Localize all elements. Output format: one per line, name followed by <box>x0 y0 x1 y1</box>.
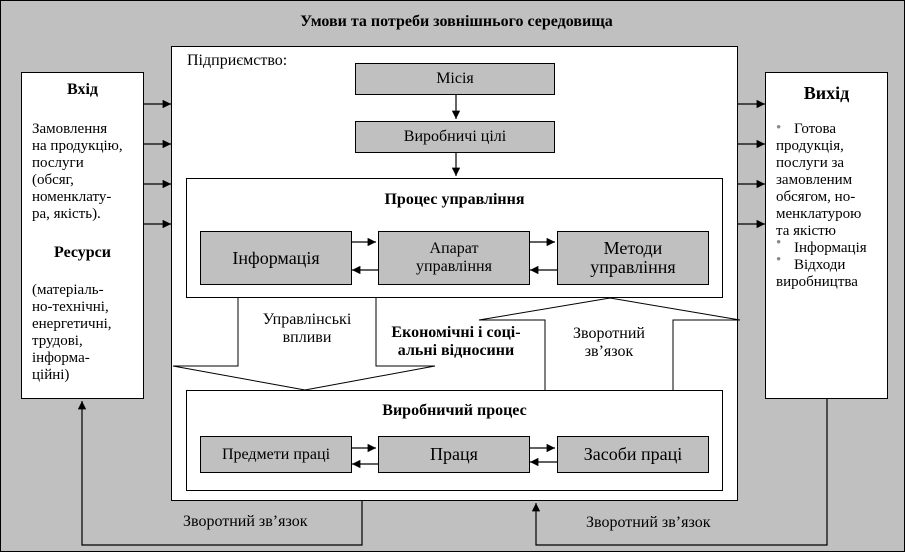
bullet-icon: • <box>776 252 782 268</box>
production-arrows <box>352 443 557 469</box>
text-line: • Інформація <box>776 235 867 256</box>
means-of-labour-box: Засоби праці <box>557 436 709 473</box>
labour-box: Праця <box>378 436 530 473</box>
text-line: Економічні і соці- <box>391 324 521 341</box>
text-line: енергетичні, <box>32 316 112 332</box>
output-arrows <box>738 99 765 229</box>
bullet-icon: • <box>776 120 782 136</box>
input-heading: Вхід <box>67 81 98 98</box>
text-line: Зворотний <box>573 325 645 342</box>
output-heading: Вихід <box>803 83 850 103</box>
text-line: ційні) <box>32 367 70 383</box>
apparatus-box: Апарат управління <box>378 231 530 285</box>
input-arrows <box>144 99 171 229</box>
text-line: альні відносини <box>397 342 515 359</box>
output-item-products: • Готова продукція, послуги за замовлени… <box>776 120 888 291</box>
text-line: управління <box>590 257 676 277</box>
management-heading: Процес управління <box>384 191 525 208</box>
diagram-title: Умови та потреби зовнішнього середовища <box>300 13 613 30</box>
text-line: зв’язок <box>584 343 634 360</box>
control-influence-label: Управлінські впливи <box>240 311 374 347</box>
text-line: Замовлення <box>32 121 108 137</box>
feedback-bottom-right-label: Зворотний зв’язок <box>586 514 711 531</box>
text-line: на продукцію, <box>32 138 123 154</box>
text-line: та якістю <box>776 223 836 239</box>
feedback-inner-shape <box>478 297 741 390</box>
bullet-icon: • <box>776 235 782 251</box>
text-line: (матеріаль- <box>32 282 104 298</box>
text-line: менклатурою <box>776 206 862 222</box>
text-line: • Готова <box>776 120 837 137</box>
text-line: послуги за <box>776 155 845 171</box>
management-arrows <box>352 237 557 275</box>
text-line: • Відходи <box>776 252 846 273</box>
methods-box: Методи управління <box>557 231 709 285</box>
text-line: продукція, <box>776 138 844 154</box>
resources-heading: Ресурси <box>54 244 111 261</box>
input-box: Вхід Замовлення на продукцію, послуги (о… <box>21 72 144 399</box>
text-line: Методи <box>603 238 663 258</box>
text-line: ра, якість). <box>32 206 101 222</box>
feedback-inner-label: Зворотний зв’язок <box>546 325 672 361</box>
production-heading: Виробничий процес <box>382 402 527 419</box>
text-line: інформа- <box>32 350 90 366</box>
text-line: (обсяг, <box>32 172 74 188</box>
text-line: управління <box>416 258 492 275</box>
relations-label: Економічні і соці- альні відносини <box>376 324 536 360</box>
text-line: номенклату- <box>32 189 112 205</box>
feedback-loop-left <box>77 401 363 546</box>
information-box: Інформація <box>200 231 352 285</box>
text-line: Апарат <box>429 240 479 257</box>
input-orders-text: Замовлення на продукцію, послуги (обсяг,… <box>32 121 144 223</box>
goals-box: Виробничі цілі <box>355 121 555 153</box>
text-line: обсягом, но- <box>776 189 856 205</box>
text-line: замовленим <box>776 172 853 188</box>
control-influence-shape <box>172 298 436 391</box>
text-line: Управлінські <box>262 311 352 328</box>
text-line: виробництва <box>776 274 858 290</box>
output-box: Вихід • Готова продукція, послуги за зам… <box>765 72 888 399</box>
text-line: но-технічні, <box>32 299 109 315</box>
text-line: трудові, <box>32 333 83 349</box>
enterprise-label: Підприємство: <box>187 52 288 69</box>
text-line: впливи <box>282 329 332 346</box>
feedback-bottom-left-label: Зворотний зв’язок <box>183 513 308 530</box>
feedback-loop-right <box>531 399 828 546</box>
objects-of-labour-box: Предмети праці <box>200 436 352 473</box>
text-line: послуги <box>32 155 84 171</box>
resources-text: (матеріаль- но-технічні, енергетичні, тр… <box>32 282 144 384</box>
mission-box: Місія <box>355 63 555 95</box>
